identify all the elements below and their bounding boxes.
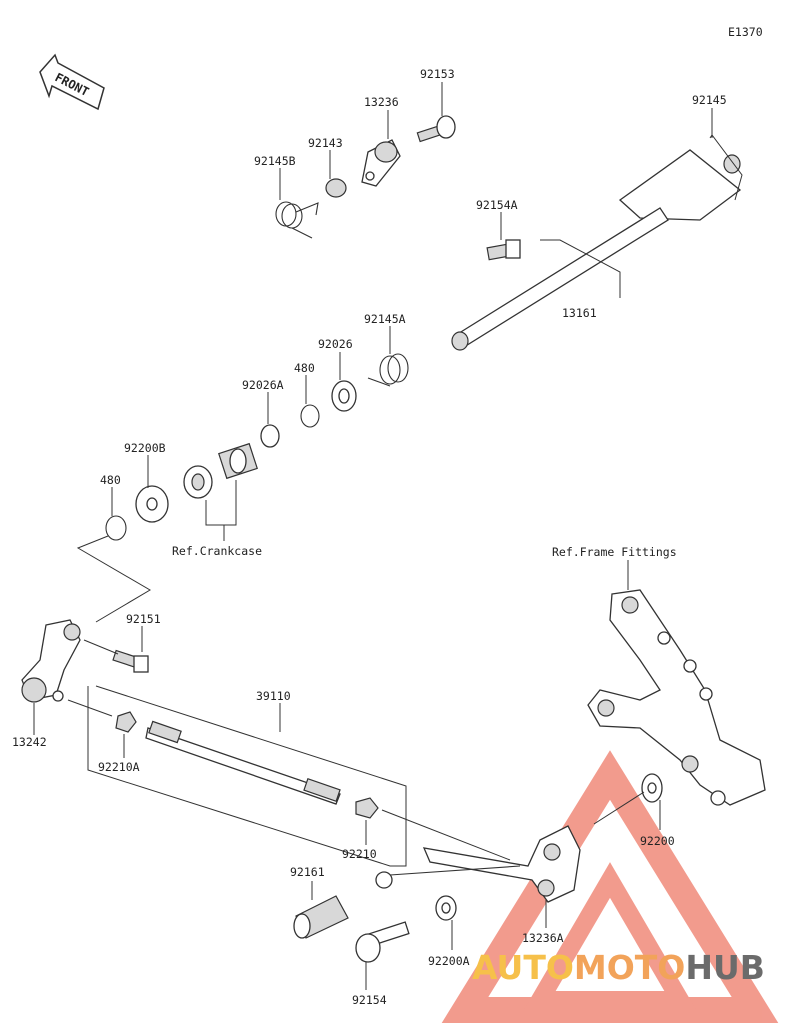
label-13242: 13242 — [12, 735, 47, 749]
bolt-92151-shape — [112, 649, 149, 673]
label-92154A: 92154A — [476, 198, 518, 212]
label-13161: 13161 — [562, 306, 597, 320]
nut-92210A-shape — [115, 711, 137, 733]
label-39110: 39110 — [256, 689, 291, 703]
label-92026A: 92026A — [242, 378, 284, 392]
label-92153: 92153 — [420, 67, 455, 81]
shaft-end-assembly — [618, 134, 743, 221]
ref-crankcase-label: Ref.Crankcase — [172, 544, 262, 558]
watermark-triangle-logo — [441, 750, 779, 1023]
shift-lever-13242-shape — [21, 619, 81, 703]
spring-92145B-shape — [275, 201, 319, 239]
label-13236: 13236 — [364, 95, 399, 109]
circlip-480-upper-shape — [300, 404, 320, 428]
frame-fittings-bracket-shape — [587, 589, 766, 806]
watermark-text: AUTOMOTOHUB — [472, 948, 765, 987]
label-480-upper: 480 — [294, 361, 315, 375]
pedal-rubber-92161-shape — [293, 865, 521, 939]
watermark-hub: HUB — [685, 948, 765, 987]
oil-seal-shape — [183, 465, 213, 499]
watermark-auto: AUTO — [472, 948, 574, 987]
label-92210A: 92210A — [98, 760, 140, 774]
label-92200B: 92200B — [124, 441, 166, 455]
spring-92145A-shape — [367, 353, 409, 387]
shaft-13161-shape — [451, 207, 669, 351]
label-92145B: 92145B — [254, 154, 296, 168]
washer-92200B-shape — [135, 485, 169, 523]
label-13236A: 13236A — [522, 931, 564, 945]
label-92145: 92145 — [692, 93, 727, 107]
circlip-480-lower-shape — [105, 515, 127, 541]
collar-92143-shape — [325, 178, 347, 198]
washer-92200A-shape — [435, 895, 457, 921]
front-arrow-icon: FRONT — [39, 53, 105, 111]
label-92210: 92210 — [342, 847, 377, 861]
label-92161: 92161 — [290, 865, 325, 879]
label-92143: 92143 — [308, 136, 343, 150]
label-92026: 92026 — [318, 337, 353, 351]
washer-92026A-shape — [260, 424, 280, 448]
washer-92026-shape — [331, 380, 357, 412]
label-480-lower: 480 — [100, 473, 121, 487]
nut-92210-shape — [355, 797, 379, 819]
ref-frame-fittings-label: Ref.Frame Fittings — [552, 545, 677, 559]
bolt-92153-shape — [416, 115, 456, 143]
washer-92200-shape — [641, 773, 663, 803]
bolt-92154A-shape — [486, 239, 521, 261]
watermark-moto: MOTO — [574, 948, 685, 987]
label-92200: 92200 — [640, 834, 675, 848]
tie-rod-shape — [145, 720, 341, 805]
label-92200A: 92200A — [428, 954, 470, 968]
needle-bearing-shape — [218, 442, 258, 480]
label-92154: 92154 — [352, 993, 387, 1007]
label-92151: 92151 — [126, 612, 161, 626]
bolt-92154-shape — [355, 921, 410, 963]
shift-pedal-shape — [422, 825, 581, 903]
bracket-13236-shape — [361, 139, 401, 187]
label-92145A: 92145A — [364, 312, 406, 326]
diagram-code: E1370 — [728, 25, 763, 39]
